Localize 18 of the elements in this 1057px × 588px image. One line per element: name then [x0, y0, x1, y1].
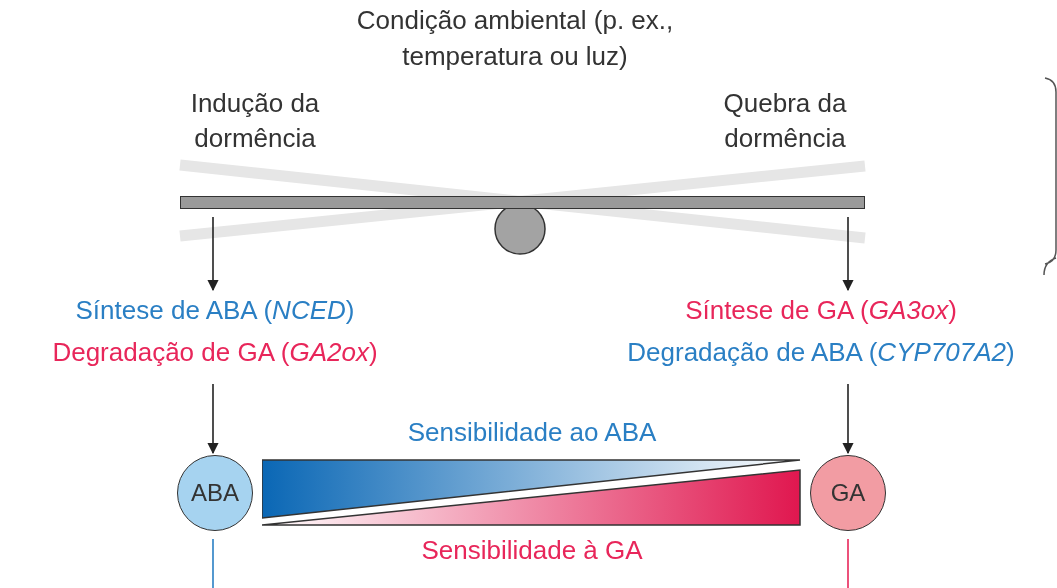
arrow: [842, 383, 854, 455]
text-label: Condição ambiental (p. ex., temperatura ou luz): [355, 4, 675, 73]
text-label: Quebra da dormência: [722, 87, 848, 155]
connector-line: [212, 538, 214, 588]
text-label: Síntese de GA (GA3ox): [684, 294, 958, 327]
text-label: Sensibilidade ao ABA: [406, 416, 658, 449]
text-label: Síntese de ABA (NCED): [74, 294, 356, 327]
hormone-label: GA: [829, 478, 867, 508]
text-label: Degradação de ABA (CYP707A2): [626, 336, 1016, 369]
text-label: Degradação de GA (GA2ox): [51, 336, 379, 369]
arrow: [842, 216, 854, 292]
arrow: [207, 383, 219, 455]
seesaw-beam: [180, 196, 865, 209]
hormone-label: ABA: [190, 478, 240, 508]
arrow: [207, 216, 219, 292]
text-label: Indução da dormência: [189, 87, 321, 155]
text-label: Sensibilidade à GA: [420, 534, 644, 567]
connector-line: [847, 538, 849, 588]
